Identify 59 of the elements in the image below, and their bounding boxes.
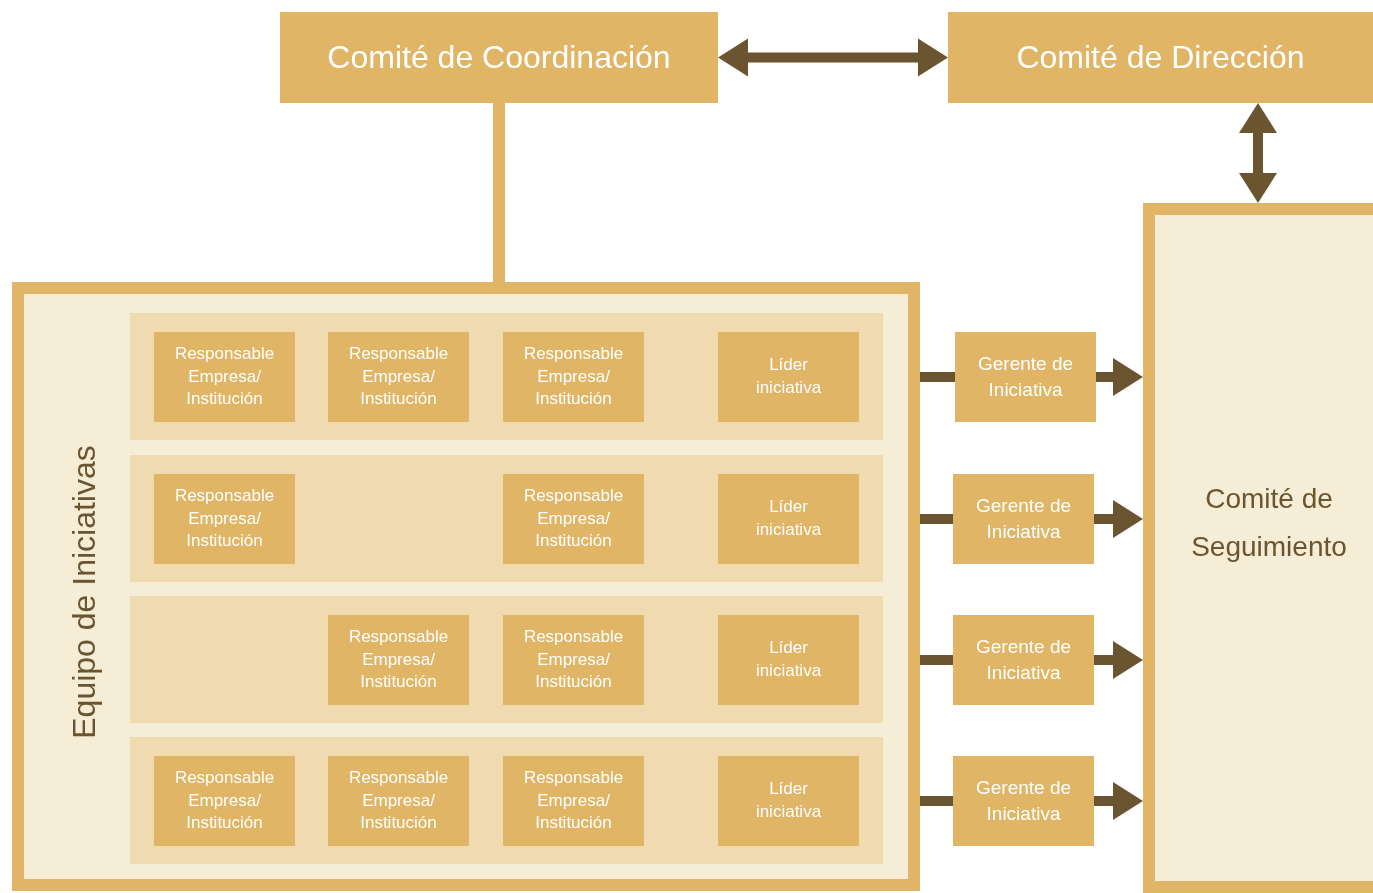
box-label: Gerente de Iniciativa — [974, 776, 1073, 826]
manager-box — [953, 756, 1094, 846]
committee-box — [948, 12, 1373, 103]
connector-line — [920, 372, 955, 382]
box-label: Líder iniciativa — [754, 496, 823, 541]
member-box — [154, 474, 295, 564]
committee-box — [280, 12, 718, 103]
member-box — [154, 756, 295, 846]
band — [130, 313, 883, 440]
connector-line — [920, 514, 953, 524]
band — [130, 455, 883, 582]
arrow — [1094, 782, 1143, 820]
manager-box — [953, 615, 1094, 705]
connector-line — [493, 103, 505, 282]
connector-line — [920, 655, 953, 665]
box-label: Gerente de Iniciativa — [974, 494, 1073, 544]
box-label: Responsable Empresa/ Institución — [522, 484, 625, 553]
box-label: Responsable Empresa/ Institución — [347, 625, 450, 694]
leader-box — [718, 756, 859, 846]
member-box — [154, 332, 295, 422]
team-container — [12, 282, 920, 891]
box-label: Responsable Empresa/ Institución — [347, 342, 450, 411]
member-box — [503, 474, 644, 564]
committee-panel — [1143, 203, 1373, 893]
box-label: Comité de Seguimiento — [1190, 482, 1348, 564]
box-label: Responsable Empresa/ Institución — [522, 766, 625, 835]
member-box — [503, 332, 644, 422]
leader-box — [503, 756, 644, 846]
box-label: Líder iniciativa — [754, 778, 823, 823]
double-arrow — [1239, 103, 1277, 203]
box-label: Comité de Coordinación — [326, 37, 672, 77]
box-label: Responsable Empresa/ Institución — [522, 625, 625, 694]
box-label: Comité de Dirección — [1015, 37, 1306, 77]
member-box — [328, 756, 469, 846]
vertical-label: Equipo de Iniciativas — [65, 444, 104, 741]
manager-box — [953, 474, 1094, 564]
manager-box — [955, 332, 1096, 422]
double-arrow — [718, 38, 948, 77]
connector-line — [920, 796, 953, 806]
box-label: Responsable Empresa/ Institución — [522, 342, 625, 411]
member-box — [328, 332, 469, 422]
arrow — [1094, 641, 1143, 679]
leader-box — [718, 615, 859, 705]
arrow — [1094, 500, 1143, 538]
box-label: Responsable Empresa/ Institución — [173, 342, 276, 411]
band — [130, 596, 883, 723]
box-label: Responsable Empresa/ Institución — [173, 766, 276, 835]
box-label: Gerente de Iniciativa — [976, 352, 1075, 402]
box-label: Responsable Empresa/ Institución — [173, 484, 276, 553]
arrow — [1096, 358, 1143, 396]
leader-box — [718, 332, 859, 422]
box-label: Líder iniciativa — [754, 354, 823, 399]
band — [130, 737, 883, 864]
member-box — [503, 615, 644, 705]
leader-box — [718, 474, 859, 564]
box-label: Líder iniciativa — [754, 637, 823, 682]
box-label: Responsable Empresa/ Institución — [347, 766, 450, 835]
member-box — [328, 615, 469, 705]
box-label: Gerente de Iniciativa — [974, 635, 1073, 685]
